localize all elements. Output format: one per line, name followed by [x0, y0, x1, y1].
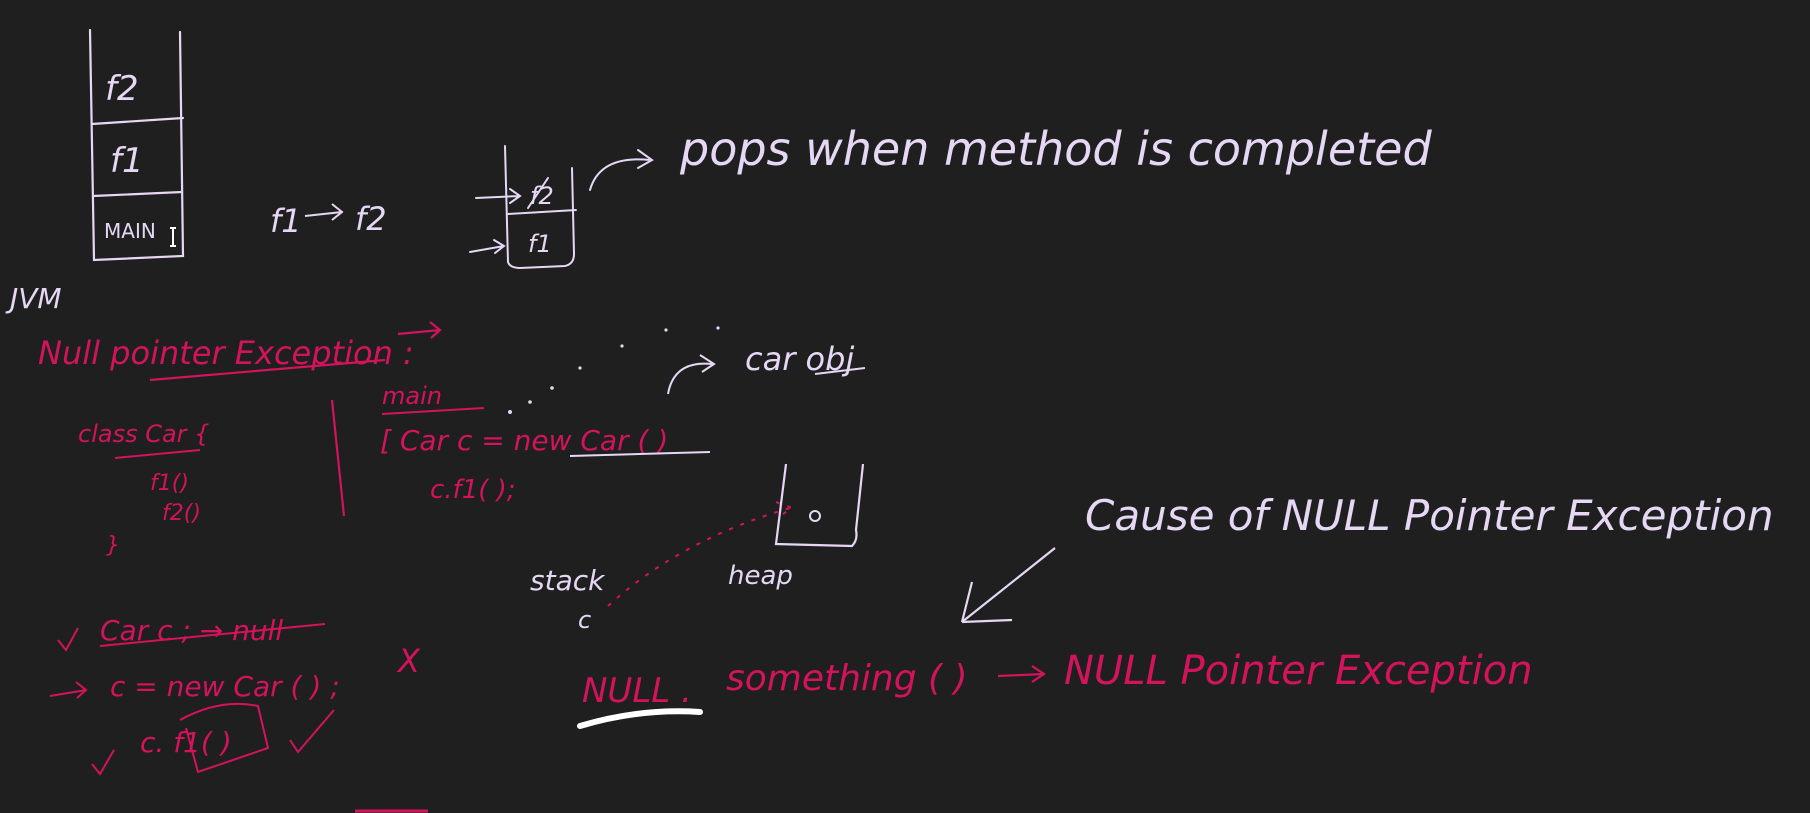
main-line2: c.f1( );: [430, 475, 516, 505]
class-close: }: [106, 533, 120, 558]
stack-label: stack: [530, 564, 606, 597]
text-cursor-icon: [170, 227, 176, 247]
heap-object-dot: [809, 510, 821, 522]
jvm-label: JVM: [5, 282, 62, 315]
dotted-reference-arrow: [607, 501, 795, 607]
arrow-icon: [49, 681, 88, 699]
heap-box: [774, 463, 865, 548]
pop-stack-outline: [504, 145, 576, 270]
highlight-box: [179, 702, 270, 774]
jvm-stack-divider: [90, 116, 185, 126]
heap-label: heap: [728, 561, 793, 591]
something-call: something ( ): [726, 658, 968, 699]
check-mark-icon: [289, 709, 335, 754]
big-arrow-icon: [960, 547, 1056, 624]
null-part: NULL .: [582, 671, 692, 711]
curved-arrow-icon: [667, 354, 716, 395]
jvm-stack-divider: [91, 190, 184, 198]
arrow-icon: [469, 239, 506, 254]
dotted-connector: [508, 326, 720, 414]
check-mark-icon: [91, 749, 115, 776]
arrow-icon: [997, 665, 1046, 683]
curved-arrow-icon: [589, 149, 654, 191]
step-2: c = new Car ( ) ;: [110, 670, 340, 703]
jvm-stack-outline: [88, 28, 185, 262]
arrow-icon: [475, 188, 522, 204]
step-3: c. f1( ): [140, 726, 232, 759]
main-line1: [ Car c = new Car ( ): [380, 424, 668, 457]
arrow-icon: [397, 321, 442, 339]
underline: [149, 358, 386, 382]
strike-through-mark: [527, 177, 549, 209]
jvm-stack: [88, 28, 185, 262]
method-f2: f2(): [162, 501, 201, 526]
call-flow-from: f1: [270, 202, 302, 240]
car-obj-label: car obj: [745, 340, 854, 378]
method-f1: f1(): [150, 471, 189, 496]
check-mark-icon: [57, 627, 79, 652]
underline: [114, 449, 201, 459]
var-c-label: c: [578, 606, 591, 634]
stack-frame-f1: f1: [110, 141, 144, 181]
underline: [569, 451, 711, 457]
pop-stack-divider: [507, 209, 577, 215]
divider-line: [330, 399, 346, 517]
underline: [381, 407, 485, 415]
main-label: main: [382, 382, 442, 410]
white-underline: [577, 708, 703, 729]
pop-stack-frame-f1: f1: [528, 230, 552, 258]
npe-result: NULL Pointer Exception: [1064, 648, 1533, 694]
underline: [814, 367, 866, 375]
call-flow-to: f2: [355, 200, 387, 238]
pops-note: pops when method is completed: [679, 122, 1432, 176]
cross-mark: X: [396, 642, 421, 680]
arrow-icon: [304, 203, 344, 221]
pop-stack-frame-f2: f2: [530, 182, 554, 210]
stack-frame-main: MAIN: [104, 219, 156, 243]
underline: [99, 623, 326, 647]
class-decl: class Car {: [78, 420, 209, 448]
cause-title: Cause of NULL Pointer Exception: [1085, 491, 1774, 540]
npe-heading: Null pointer Exception :: [38, 334, 414, 372]
pop-stack: [469, 145, 654, 270]
stack-frame-f2: f2: [105, 69, 139, 109]
